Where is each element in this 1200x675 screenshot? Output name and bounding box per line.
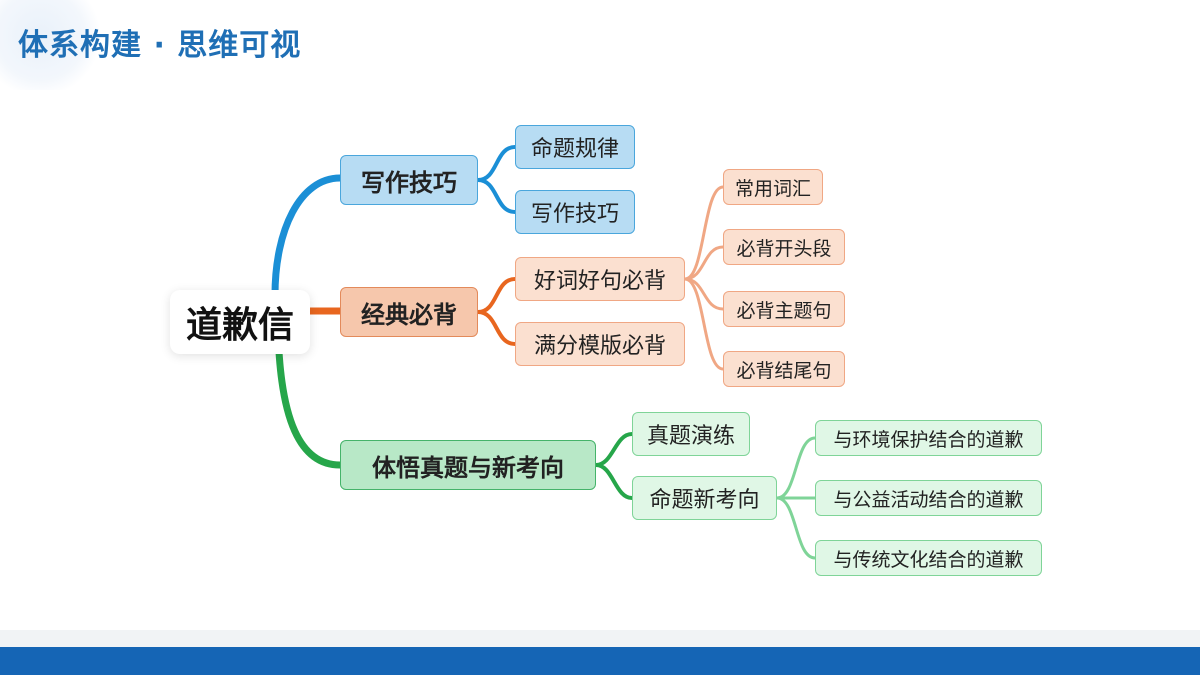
branch-classic-memorize[interactable]: 经典必背: [340, 287, 478, 337]
connector-b3-g1: [776, 436, 816, 500]
branch-real-exams[interactable]: 体悟真题与新考向: [340, 440, 596, 490]
node-new-directions[interactable]: 命题新考向: [632, 476, 777, 520]
connector-b1-c2: [477, 178, 516, 214]
node-tradition-apology[interactable]: 与传统文化结合的道歉: [815, 540, 1042, 576]
node-opening-paragraph[interactable]: 必背开头段: [723, 229, 845, 265]
connector-b3-g3: [776, 496, 816, 560]
node-environment-apology[interactable]: 与环境保护结合的道歉: [815, 420, 1042, 456]
connector-root-branch-3: [274, 324, 344, 469]
node-proposition-rules[interactable]: 命题规律: [515, 125, 635, 169]
branch-writing-skills[interactable]: 写作技巧: [340, 155, 478, 205]
connector-b2-g2: [684, 245, 724, 281]
connector-b3-c1: [595, 432, 633, 467]
node-closing-sentence[interactable]: 必背结尾句: [723, 351, 845, 387]
footer-strip: [0, 630, 1200, 648]
page-title: 体系构建 · 思维可视: [18, 28, 302, 63]
node-charity-apology[interactable]: 与公益活动结合的道歉: [815, 480, 1042, 516]
root-node[interactable]: 道歉信: [170, 290, 310, 354]
node-good-phrases[interactable]: 好词好句必背: [515, 257, 685, 301]
node-common-vocab[interactable]: 常用词汇: [723, 169, 823, 205]
connector-b2-g4: [684, 277, 724, 371]
connector-b3-c2: [595, 463, 633, 500]
node-full-mark-templates[interactable]: 满分模版必背: [515, 322, 685, 366]
footer-bar: [0, 647, 1200, 675]
node-writing-skills[interactable]: 写作技巧: [515, 190, 635, 234]
connector-b2-g1: [684, 185, 724, 281]
connector-b2-c2: [477, 310, 516, 346]
node-topic-sentence[interactable]: 必背主题句: [723, 291, 845, 327]
node-real-exam-practice[interactable]: 真题演练: [632, 412, 750, 456]
connector-b2-c1: [477, 277, 516, 314]
connector-root-branch-1: [271, 174, 344, 299]
connector-b1-c1: [477, 145, 516, 182]
corner-decoration: [0, 0, 100, 90]
